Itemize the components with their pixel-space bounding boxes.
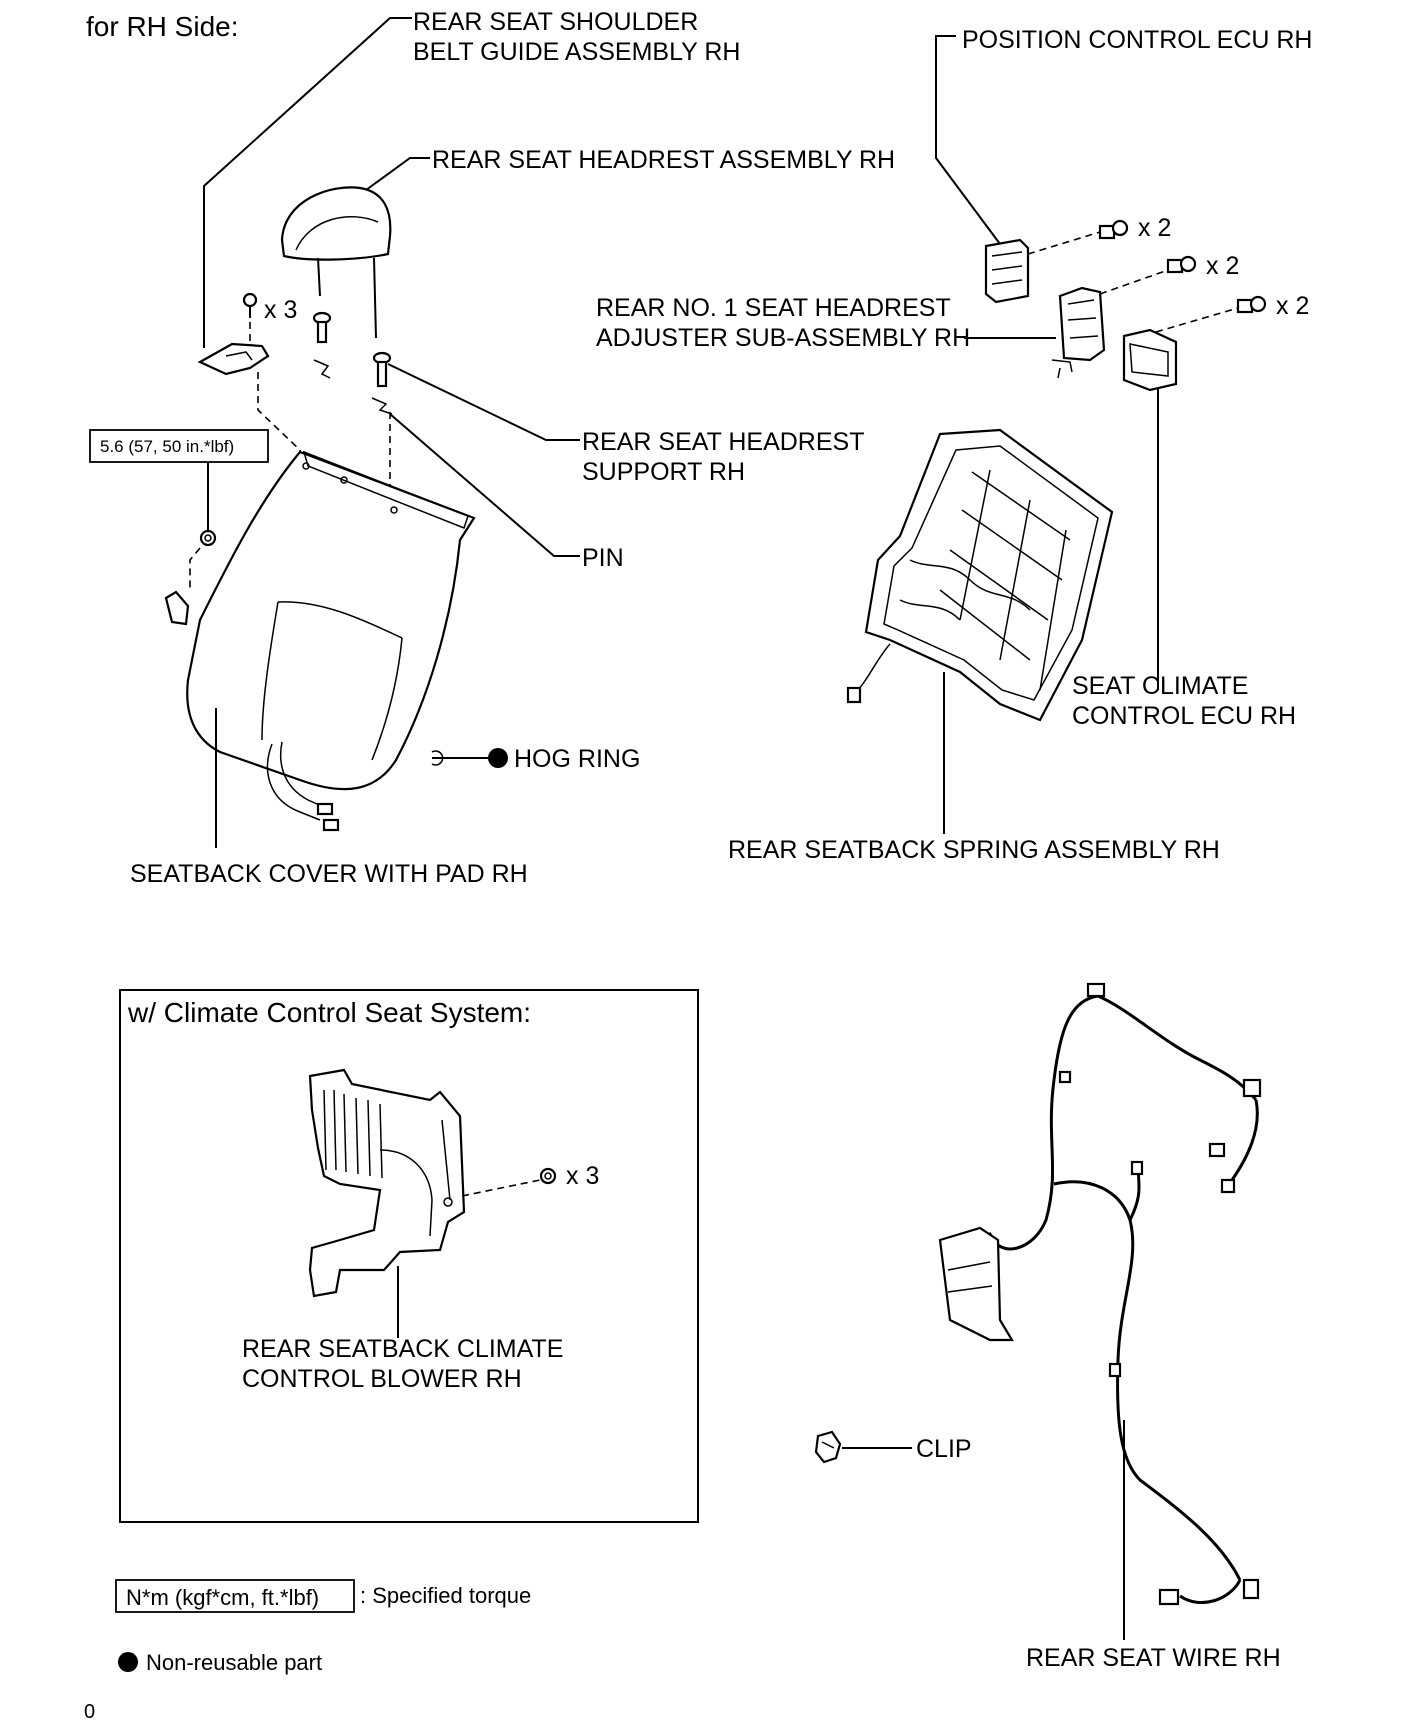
belt-guide-bolt-qty: x 3 xyxy=(264,296,297,324)
climate-ecu-bolt-path xyxy=(1155,307,1239,333)
shoulder-belt-guide-part xyxy=(197,342,270,376)
clip-label: CLIP xyxy=(916,1435,972,1463)
headrest-support-label-1: REAR SEAT HEADREST xyxy=(582,428,864,456)
pin-leader xyxy=(389,413,580,557)
rear-seat-wire-part xyxy=(938,982,1262,1606)
footer-code: 0 xyxy=(84,1701,95,1723)
seat-climate-ecu-label-2: CONTROL ECU RH xyxy=(1072,702,1296,730)
seatback-cover-label: SEATBACK COVER WITH PAD RH xyxy=(130,860,528,888)
blower-nut-path xyxy=(461,1179,541,1197)
position-ecu-part xyxy=(984,238,1030,304)
position-ecu-label: POSITION CONTROL ECU RH xyxy=(962,26,1313,54)
belt-guide-bolt-icon xyxy=(242,292,258,318)
hog-ring-label: HOG RING xyxy=(514,745,640,773)
legend-torque-box xyxy=(115,1579,355,1613)
seat-climate-ecu-label-1: SEAT CLIMATE xyxy=(1072,672,1248,700)
ecu-bolt-path xyxy=(1027,231,1101,255)
position-ecu-leader xyxy=(935,35,1001,245)
climate-blower-label-1: REAR SEATBACK CLIMATE xyxy=(242,1335,563,1363)
belt-guide-mount-path xyxy=(257,372,301,468)
torque-spec-value: 5.6 (57, 50 in.*lbf) xyxy=(100,437,234,456)
shoulder-belt-guide-label-2: BELT GUIDE ASSEMBLY RH xyxy=(413,38,740,66)
ecu-bolt-icon xyxy=(1098,219,1129,240)
seatback-cover-part xyxy=(164,450,476,832)
adjuster-bolt-qty: x 2 xyxy=(1206,252,1239,280)
pin-left-icon xyxy=(313,359,331,379)
torque-nut-path xyxy=(189,547,201,590)
climate-ecu-bolt-icon xyxy=(1236,295,1267,314)
headrest-adjuster-part xyxy=(1051,286,1106,379)
seatback-spring-label: REAR SEATBACK SPRING ASSEMBLY RH xyxy=(728,836,1220,864)
headrest-label: REAR SEAT HEADREST ASSEMBLY RH xyxy=(432,146,895,174)
headrest-support-label-2: SUPPORT RH xyxy=(582,458,745,486)
shoulder-belt-guide-leader xyxy=(203,17,412,348)
headrest-support-leader xyxy=(387,363,580,441)
diagram-heading: for RH Side: xyxy=(86,11,239,42)
seat-climate-ecu-part xyxy=(1122,328,1178,392)
adjuster-bolt-path xyxy=(1099,269,1169,295)
seatback-spring-part xyxy=(846,428,1114,722)
legend-nonreusable-text: Non-reusable part xyxy=(146,1650,322,1675)
headrest-support-right-part xyxy=(372,351,392,388)
headrest-adjuster-label-2: ADJUSTER SUB-ASSEMBLY RH xyxy=(596,324,970,352)
climate-blower-label-2: CONTROL BLOWER RH xyxy=(242,1365,522,1393)
ecu-bolt-qty: x 2 xyxy=(1138,214,1171,242)
torque-nut-icon xyxy=(199,529,217,547)
rear-seat-wire-label: REAR SEAT WIRE RH xyxy=(1026,1644,1281,1672)
hog-ring-icon xyxy=(431,748,508,768)
headrest-support-left-part xyxy=(312,311,332,344)
clip-icon xyxy=(814,1430,842,1464)
shoulder-belt-guide-label-1: REAR SEAT SHOULDER xyxy=(413,8,698,36)
legend-torque-box-text: N*m (kgf*cm, ft.*lbf) xyxy=(126,1585,319,1610)
inset-title: w/ Climate Control Seat System: xyxy=(127,997,531,1028)
climate-inset-box xyxy=(119,989,699,1523)
headrest-part xyxy=(280,186,392,339)
torque-spec-box xyxy=(89,429,269,463)
legend-torque-text: : Specified torque xyxy=(360,1583,531,1608)
climate-ecu-bolt-qty: x 2 xyxy=(1276,292,1309,320)
pin-right-icon xyxy=(371,397,393,415)
nonreusable-bullet-icon xyxy=(118,1652,138,1672)
blower-nut-icon xyxy=(539,1167,557,1185)
climate-blower-part xyxy=(308,1068,466,1298)
headrest-adjuster-label-1: REAR NO. 1 SEAT HEADREST xyxy=(596,294,951,322)
headrest-leader xyxy=(365,157,430,191)
pin-label: PIN xyxy=(582,544,624,572)
blower-nut-qty: x 3 xyxy=(566,1162,599,1190)
adjuster-bolt-icon xyxy=(1166,255,1197,274)
